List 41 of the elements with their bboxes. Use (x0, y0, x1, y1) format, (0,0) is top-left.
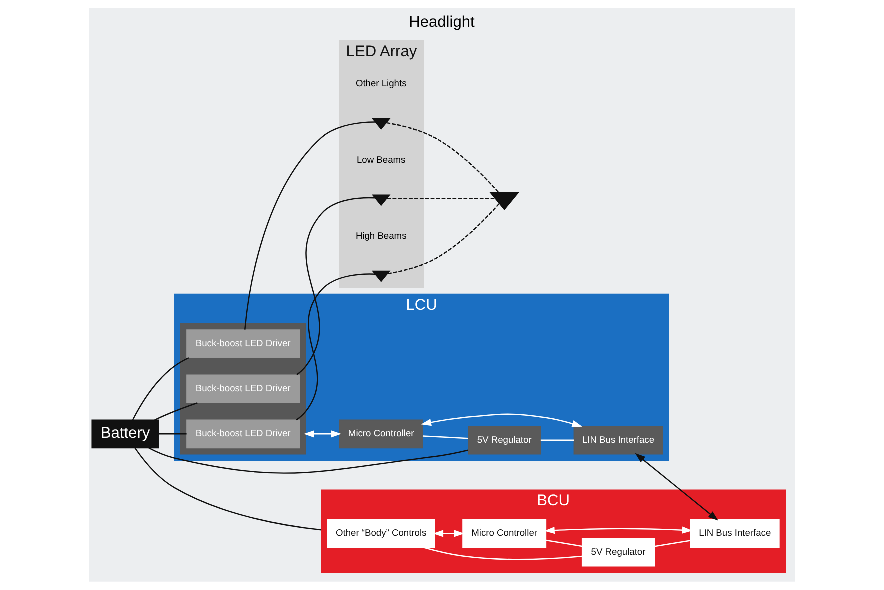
connector (424, 547, 582, 560)
node-diode (372, 270, 391, 282)
node-box: 5V Regulator (468, 426, 542, 455)
node-box: Battery (92, 420, 160, 449)
connector (387, 198, 496, 200)
node-label: Other Lights (356, 78, 407, 89)
node-box: Micro Controller (339, 420, 424, 449)
node-diode (372, 118, 391, 130)
connector (296, 274, 376, 421)
arrow (421, 414, 583, 428)
diagram-title: Headlight (409, 14, 475, 31)
connector (654, 540, 691, 548)
node-box: Micro Controller (462, 519, 547, 548)
connector (296, 197, 376, 376)
node-box: Buck-boost LED Driver (186, 330, 300, 358)
node-box: Other “Body” Controls (327, 519, 436, 548)
node-box: LIN Bus Interface (690, 519, 780, 548)
node-triangle (490, 192, 520, 210)
connector (134, 448, 322, 531)
connector (154, 402, 198, 421)
connector (386, 122, 500, 194)
node-box: 5V Regulator (582, 538, 656, 567)
connector (159, 434, 187, 435)
connector (148, 448, 469, 474)
connector (546, 540, 582, 548)
arrow (544, 526, 693, 534)
arrow (635, 453, 719, 521)
connector (422, 436, 468, 440)
cluster (180, 323, 306, 455)
node-label: Low Beams (356, 154, 406, 165)
connector (244, 122, 376, 330)
connector (540, 440, 574, 442)
node-label: High Beams (356, 231, 407, 242)
node-box: Buck-boost LED Driver (186, 374, 300, 404)
node-box: Buck-boost LED Driver (186, 420, 300, 449)
connector (132, 358, 190, 420)
arrow (433, 530, 465, 538)
node-box: LIN Bus Interface (574, 426, 664, 455)
connector (388, 203, 500, 275)
node-diode (372, 194, 391, 206)
arrow (304, 430, 342, 438)
